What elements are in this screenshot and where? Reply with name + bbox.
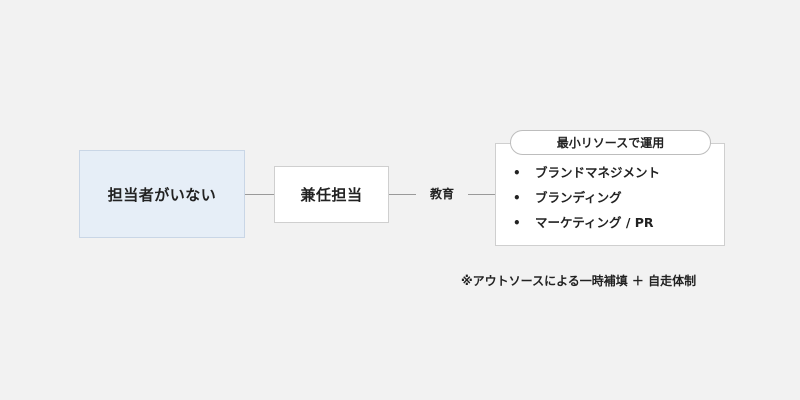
bullet-icon: • [513,166,521,180]
minimal-resource-badge: 最小リソースで運用 [510,130,711,155]
minimal-resource-box [495,143,725,246]
list-item-label: ブランディング [535,190,622,205]
list-item: • ブランドマネジメント [513,160,660,185]
no-owner-box: 担当者がいない [79,150,245,238]
bullet-icon: • [513,191,521,205]
concurrent-owner-box: 兼任担当 [274,166,389,223]
connector-line [389,194,416,195]
list-item: • マーケティング / PR [513,210,660,235]
responsibility-list: • ブランドマネジメント • ブランディング • マーケティング / PR [513,160,660,235]
no-owner-label: 担当者がいない [107,185,217,204]
bullet-icon: • [513,216,521,230]
footnote: ※アウトソースによる一時補填 ＋ 自走体制 [461,274,697,288]
list-item-label: マーケティング / PR [535,215,654,230]
connector-line [468,194,495,195]
minimal-resource-title: 最小リソースで運用 [556,136,665,150]
concurrent-owner-label: 兼任担当 [300,186,363,204]
connector-line [245,194,274,195]
list-item: • ブランディング [513,185,660,210]
list-item-label: ブランドマネジメント [535,165,661,180]
education-label: 教育 [429,187,454,201]
